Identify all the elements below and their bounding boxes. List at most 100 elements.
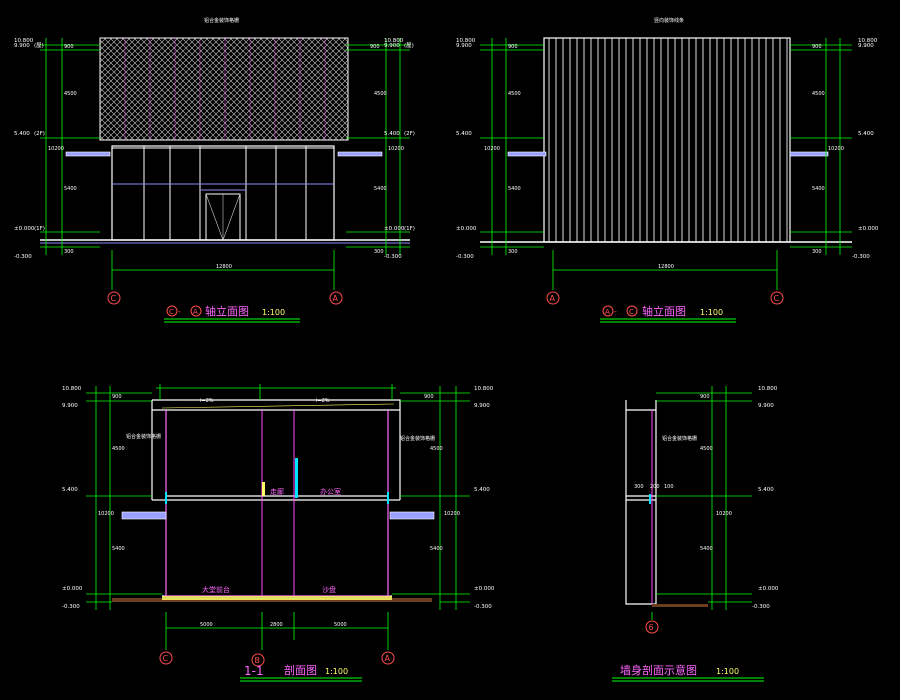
sec-axis-c: C — [163, 654, 169, 663]
elevation-title-2: 轴立面图 — [642, 304, 686, 318]
sec-level-second: 5.400 — [62, 487, 78, 493]
level-outdoor-r: -0.300 — [384, 254, 402, 260]
axis-bubble-a: A — [333, 294, 339, 303]
wall-note: 铝合金装饰格栅 — [662, 435, 697, 442]
level-roof-tag-r: (屋) — [404, 42, 414, 49]
sec-dim-lower-r: 5400 — [430, 546, 443, 552]
sec-level-outdoor-r: -0.300 — [474, 604, 492, 610]
sec-level-second-r: 5.400 — [474, 487, 490, 493]
title-axis-to-2: C — [629, 308, 634, 316]
axis-bubble-a-2: A — [550, 294, 556, 303]
elevation-scale-2: 1:100 — [700, 308, 723, 317]
wall-dim-b: 200 — [650, 484, 660, 490]
level-outdoor: -0.300 — [14, 254, 32, 260]
dim-plinth-2: 300 — [508, 249, 518, 255]
span-2: 2800 — [270, 622, 283, 628]
dim-plinth-r: 300 — [374, 249, 384, 255]
wall-level-roof: 9.900 — [758, 403, 774, 409]
elevation-c-a: 10.800 9.900 (屋) 5.400 (2F) ±0.000 (1F) … — [14, 17, 415, 323]
level-ground-tag: (1F) — [34, 226, 45, 232]
dim-width: 12800 — [216, 264, 232, 270]
sec-note-right: 铝合金装饰格栅 — [400, 435, 435, 442]
span-3: 5000 — [334, 622, 347, 628]
wall-dim-parapet: 900 — [700, 394, 710, 400]
sec-dim-total: 10200 — [98, 511, 114, 517]
dim-parapet-2: 900 — [508, 44, 518, 50]
wall-axis: 6 — [649, 623, 654, 632]
roof-slope-1: i=2% — [200, 398, 214, 404]
facade-grille — [99, 37, 349, 141]
wall-dim-upper: 4500 — [700, 446, 713, 452]
wall-level-outdoor: -0.300 — [752, 604, 770, 610]
sec-level-top-r: 10.800 — [474, 386, 494, 392]
level-ground-r: ±0.000 — [384, 226, 405, 232]
level-ground-2: ±0.000 — [456, 226, 477, 232]
level-second-2r: 5.400 — [858, 131, 874, 137]
dim-parapet: 900 — [64, 44, 74, 50]
level-roof: 9.900 — [14, 43, 30, 49]
level-top: 10.800 — [14, 38, 34, 44]
sec-level-outdoor: -0.300 — [62, 604, 80, 610]
svg-text:-: - — [178, 307, 181, 316]
sec-level-ground: ±0.000 — [62, 586, 83, 592]
level-roof-tag: (屋) — [34, 42, 44, 49]
dim-width-2: 12800 — [658, 264, 674, 270]
axis-bubble-c: C — [111, 294, 117, 303]
dim-parapet-r: 900 — [370, 44, 380, 50]
dim-total: 10200 — [48, 146, 64, 152]
level-top-r: 10.800 — [384, 38, 404, 44]
level-top-2: 10.800 — [456, 38, 476, 44]
wall-dim-lower: 5400 — [700, 546, 713, 552]
sec-dim-parapet-r: 900 — [424, 394, 434, 400]
level-second-2: 5.400 — [456, 131, 472, 137]
sec-axis-a: A — [385, 654, 391, 663]
elevation-a-c: 10.800 9.900 5.400 ±0.000 -0.300 10.800 … — [456, 17, 879, 323]
dim-upper: 4500 — [64, 91, 77, 97]
dim-lower-r: 5400 — [374, 186, 387, 192]
elevation-scale: 1:100 — [262, 308, 285, 317]
dim-total-r: 10200 — [388, 146, 404, 152]
section-1-1: 10.800 9.900 5.400 ±0.000 -0.300 10.800 … — [62, 384, 495, 682]
span-1: 5000 — [200, 622, 213, 628]
level-second: 5.400 — [14, 131, 30, 137]
level-roof-2r: 9.900 — [858, 43, 874, 49]
roof-slope-2: i=2% — [316, 398, 330, 404]
sec-level-roof-r: 9.900 — [474, 403, 490, 409]
dim-parapet-2r: 900 — [812, 44, 822, 50]
sec-dim-upper-r: 4500 — [430, 446, 443, 452]
level-outdoor-2: -0.300 — [456, 254, 474, 260]
section-label: 1-1 — [244, 664, 264, 678]
level-top-2r: 10.800 — [858, 38, 878, 44]
dim-lower: 5400 — [64, 186, 77, 192]
sec-axis-b: B — [255, 656, 261, 665]
dim-plinth: 300 — [64, 249, 74, 255]
sec-dim-parapet: 900 — [112, 394, 122, 400]
wall-section: 10.800 9.900 5.400 ±0.000 -0.300 900 450… — [612, 386, 779, 682]
wall-level-ground: ±0.000 — [758, 586, 779, 592]
dim-plinth-2r: 300 — [812, 249, 822, 255]
title-axis-from-2: A — [605, 308, 610, 316]
dim-total-2: 10200 — [484, 146, 500, 152]
sec-note-left: 铝合金装饰格栅 — [126, 433, 161, 440]
wall-dim-c: 100 — [664, 484, 674, 490]
level-outdoor-2r: -0.300 — [852, 254, 870, 260]
dim-lower-2r: 5400 — [812, 186, 825, 192]
wall-dim-total: 10200 — [716, 511, 732, 517]
level-second-tag: (2F) — [34, 131, 45, 137]
level-second-tag-r: (2F) — [404, 131, 415, 137]
level-roof-2: 9.900 — [456, 43, 472, 49]
dim-upper-2r: 4500 — [812, 91, 825, 97]
dim-lower-2: 5400 — [508, 186, 521, 192]
room-lobby: 大堂前台 — [202, 585, 230, 594]
axis-bubble-c-2: C — [774, 294, 780, 303]
room-office: 办公室 — [320, 487, 341, 496]
svg-text:-: - — [614, 307, 617, 316]
level-second-r: 5.400 — [384, 131, 400, 137]
dim-upper-2: 4500 — [508, 91, 521, 97]
dim-upper-r: 4500 — [374, 91, 387, 97]
dim-total-2r: 10200 — [828, 146, 844, 152]
section-scale: 1:100 — [325, 667, 348, 676]
wall-dim-a: 300 — [634, 484, 644, 490]
roof-note: 铝合金装饰格栅 — [204, 17, 239, 24]
